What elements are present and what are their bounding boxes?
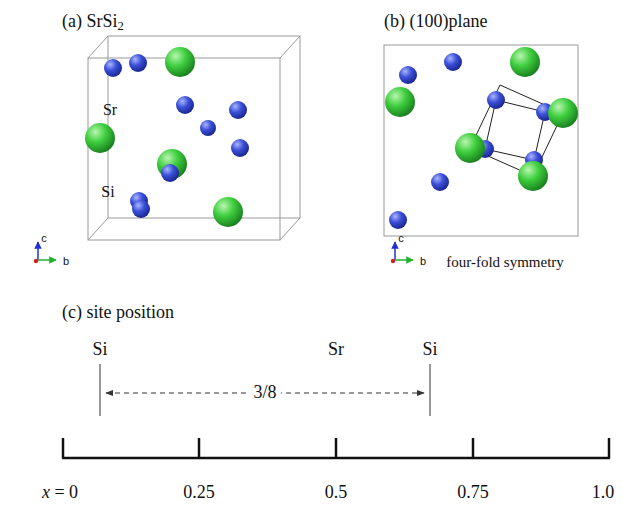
atom-sphere [200, 120, 216, 136]
unit-cell-box [88, 36, 300, 240]
atom-sphere [176, 96, 194, 114]
site-label: Si [422, 340, 437, 360]
atom-sphere [132, 200, 150, 218]
atoms-a [85, 47, 249, 227]
plane-box [384, 45, 578, 236]
atom-sphere [510, 47, 540, 77]
axis-tick-label: 0.75 [457, 483, 489, 503]
panel-title: (c) site position [62, 303, 174, 323]
atom-sphere [34, 259, 38, 263]
caption-note: four-fold symmetry [446, 254, 564, 271]
drawing-stroke [472, 438, 475, 458]
drawing-stroke [608, 438, 611, 458]
atom-sphere [129, 54, 147, 72]
site-label: Si [92, 340, 107, 360]
drawing-stroke [384, 45, 578, 236]
drawing-stroke [38, 259, 56, 261]
atom-sphere [213, 197, 243, 227]
atom-sphere [431, 173, 449, 191]
distance-label: 3/8 [249, 383, 280, 403]
axis-triad-a [34, 242, 56, 263]
drawing-stroke [430, 364, 431, 416]
axis-tick-label: x = 0 [42, 483, 78, 503]
atom-sphere [85, 123, 115, 153]
atom-sphere [165, 47, 195, 77]
drawing-stroke [88, 36, 108, 58]
drawing-stroke [395, 259, 413, 261]
atom-sphere [161, 164, 179, 182]
drawing-stroke [37, 242, 39, 260]
atom-sphere [487, 91, 505, 109]
drawing-stroke [62, 438, 65, 458]
axis-label: c [41, 232, 47, 244]
axis-label: b [63, 255, 69, 267]
atom-sphere [389, 211, 407, 229]
atom-sphere [518, 161, 548, 191]
drawing-stroke [280, 36, 300, 58]
drawing-stroke [280, 218, 300, 240]
atom-sphere [399, 66, 417, 84]
atom-sphere [104, 59, 122, 77]
drawing-stroke [335, 438, 338, 458]
axis-tick-label: 0.25 [183, 483, 215, 503]
atom-label: Si [101, 183, 114, 201]
atom-sphere [444, 53, 462, 71]
atoms-b [385, 47, 578, 229]
atom-sphere [231, 139, 249, 157]
number-line [62, 438, 610, 458]
drawing-stroke [100, 364, 101, 416]
drawing-stroke [485, 100, 545, 160]
drawing-stroke [470, 85, 563, 176]
site-label: Sr [328, 340, 344, 360]
axis-triad-b [391, 242, 413, 263]
atom-sphere [455, 133, 485, 163]
axis-label: b [420, 255, 426, 267]
atom-sphere [229, 101, 247, 119]
panel-title: (a) SrSi2 [62, 12, 124, 32]
atom-label: Sr [103, 101, 117, 119]
drawing-stroke [108, 36, 300, 218]
site-markers [100, 364, 430, 416]
symmetry-squares [470, 85, 563, 176]
drawing-stroke [198, 438, 201, 458]
axis-label: c [398, 232, 404, 244]
panel-title: (b) (100)plane [384, 12, 487, 32]
axis-tick-label: 1.0 [592, 483, 615, 503]
drawing-stroke [88, 218, 108, 240]
axis-tick-label: 0.5 [325, 483, 348, 503]
drawing-stroke [88, 58, 280, 240]
atom-sphere [548, 98, 578, 128]
atom-sphere [391, 259, 395, 263]
drawing-stroke [394, 242, 396, 260]
atom-sphere [385, 87, 415, 117]
